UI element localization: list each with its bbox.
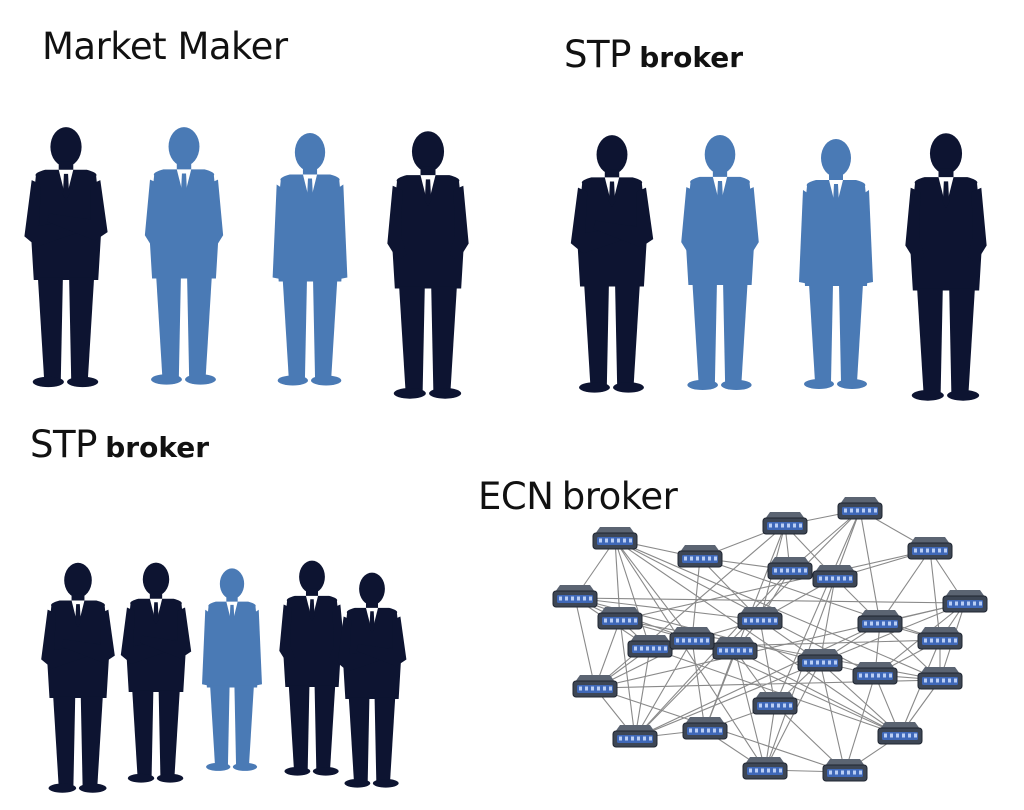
person-silhouette [24,127,108,388]
title-main: ECN [478,475,554,518]
person-silhouette [387,131,469,399]
network-edge [614,539,693,641]
person-silhouette [905,133,987,401]
server-node-icon [712,637,758,660]
panel-stp-broker-bottom: STP broker [0,410,470,810]
person-silhouette [570,135,654,393]
server-node-icon [797,649,843,672]
silhouette-group-stp-top [570,133,987,401]
server-node-icon [907,537,953,560]
network-edge [614,539,651,649]
server-node-icon [677,545,723,568]
person-silhouette [144,127,224,385]
network-edge [614,539,766,771]
person-silhouette [799,139,873,389]
panel-title-stp-top: STP broker [564,36,743,73]
server-node-icon [572,675,618,698]
network-edge [574,597,966,604]
title-main: STP [30,423,97,466]
network-edge [614,539,901,736]
title-main: STP [564,33,631,76]
server-node-icon [877,722,923,745]
panel-title-market-maker: Market Maker [42,28,288,65]
person-silhouette [120,562,192,783]
network-edge [691,557,701,641]
silhouette-group-market-maker [24,127,469,399]
person-silhouette [41,562,115,793]
network-edge [634,647,651,739]
person-silhouette [279,560,345,776]
network-edge [759,619,776,706]
network-edge [764,661,821,771]
network-edge [649,647,901,736]
server-node-icon [742,757,788,780]
network-edge [774,509,861,706]
server-node-icon [552,585,598,608]
server-node-icon [737,607,783,630]
panel-stp-broker-top: STP broker [520,0,1024,410]
title-sub: broker [561,475,678,518]
server-node-icon [592,527,638,550]
server-node-icon [612,725,658,748]
server-node-icon [852,662,898,685]
panel-market-maker: Market Maker [0,0,520,410]
server-node-icon [837,497,883,520]
network-edge [614,539,621,621]
network-edge [764,577,836,771]
network-edge [819,661,846,773]
network-edge [734,649,901,736]
network-edge [574,597,761,621]
server-node-icon [822,759,868,782]
server-node-icon [752,692,798,715]
person-silhouette [272,133,348,386]
server-node-icon [812,565,858,588]
person-silhouette [202,568,262,771]
network-edge [691,639,706,731]
network-edge [844,674,876,773]
server-node-icon [857,610,903,633]
server-node-icon [669,627,715,650]
network-edge [734,649,766,771]
server-node-icon [682,717,728,740]
server-node-icon [762,512,808,535]
network-edge [634,639,693,739]
network-edge [574,597,596,689]
network-diagram [552,497,988,782]
panel-ecn-broker: ECN broker [470,410,1024,810]
network-edge [619,549,931,621]
server-node-icon [917,627,963,650]
server-node-icon [917,667,963,690]
network-edge [594,602,966,689]
silhouette-group-stp-bottom [41,560,407,793]
panel-title-stp-bottom: STP broker [30,426,209,463]
person-silhouette [681,135,759,391]
title-main: Market Maker [42,25,288,68]
server-node-icon [627,635,673,658]
network-edge [594,524,786,689]
title-sub: broker [105,431,210,464]
person-silhouette [337,572,407,788]
server-node-icon [597,607,643,630]
title-sub: broker [639,41,744,74]
server-node-icon [767,557,813,580]
server-node-icon [942,590,988,613]
network-edge [619,619,636,739]
panel-title-ecn: ECN broker [478,475,678,518]
network-edge [859,509,881,624]
